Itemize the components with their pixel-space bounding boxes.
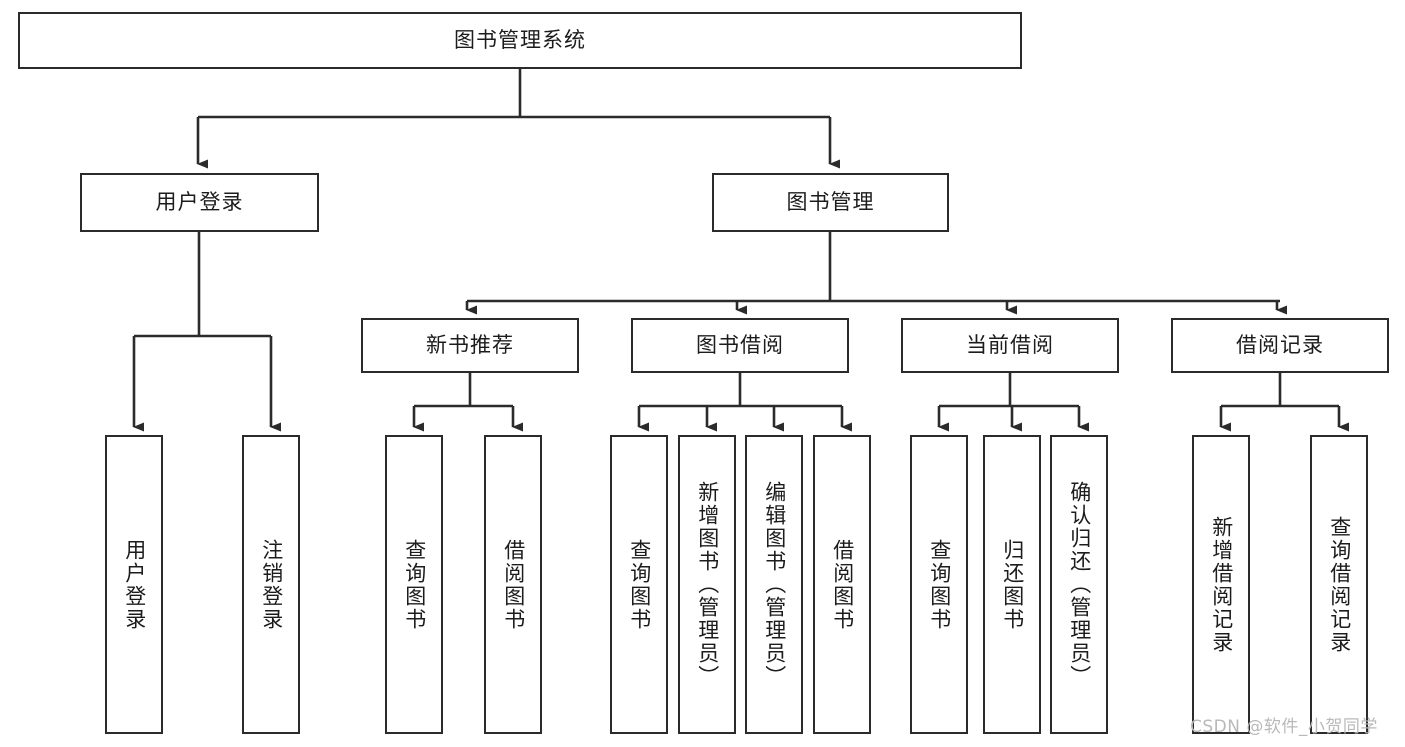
node-leaf-confirm-return[interactable]: 确认归还（管理员） — [1050, 435, 1108, 734]
node-leaf-query-book-2[interactable]: 查询图书 — [610, 435, 668, 734]
node-user-login[interactable]: 用户登录 — [80, 173, 319, 232]
node-leaf-query-book-3[interactable]: 查询图书 — [910, 435, 968, 734]
node-user-login-label: 用户登录 — [155, 189, 244, 214]
node-root[interactable]: 图书管理系统 — [18, 12, 1022, 69]
node-new-book-recommend-label: 新书推荐 — [426, 332, 514, 357]
node-leaf-add-book[interactable]: 新增图书（管理员） — [678, 435, 736, 734]
node-book-borrow[interactable]: 图书借阅 — [631, 318, 849, 373]
node-new-book-recommend[interactable]: 新书推荐 — [361, 318, 579, 373]
csdn-watermark: CSDN @软件_小贺同学 — [1190, 717, 1378, 737]
node-leaf-add-book-label: 新增图书（管理员） — [695, 481, 720, 688]
node-leaf-user-login[interactable]: 用户登录 — [105, 435, 163, 734]
node-leaf-edit-book-label: 编辑图书（管理员） — [762, 481, 787, 688]
node-leaf-logout-label: 注销登录 — [259, 538, 284, 631]
node-current-borrow[interactable]: 当前借阅 — [901, 318, 1119, 373]
node-leaf-query-book-1[interactable]: 查询图书 — [385, 435, 443, 734]
node-leaf-borrow-book-1-label: 借阅图书 — [501, 538, 526, 631]
node-leaf-borrow-book-2-label: 借阅图书 — [830, 538, 855, 631]
node-leaf-borrow-book-2[interactable]: 借阅图书 — [813, 435, 871, 734]
node-leaf-confirm-return-label: 确认归还（管理员） — [1067, 481, 1092, 688]
node-leaf-return-book[interactable]: 归还图书 — [983, 435, 1041, 734]
node-leaf-add-record-label: 新增借阅记录 — [1209, 515, 1234, 654]
node-borrow-record-label: 借阅记录 — [1236, 332, 1324, 357]
node-current-borrow-label: 当前借阅 — [966, 332, 1054, 357]
node-book-manage[interactable]: 图书管理 — [712, 173, 949, 232]
node-leaf-query-book-1-label: 查询图书 — [402, 538, 427, 631]
node-leaf-query-book-3-label: 查询图书 — [927, 538, 952, 631]
node-book-manage-label: 图书管理 — [786, 189, 875, 214]
node-leaf-return-book-label: 归还图书 — [1000, 538, 1025, 631]
node-leaf-add-record[interactable]: 新增借阅记录 — [1192, 435, 1250, 734]
node-leaf-user-login-label: 用户登录 — [122, 538, 147, 631]
node-leaf-borrow-book-1[interactable]: 借阅图书 — [484, 435, 542, 734]
node-borrow-record[interactable]: 借阅记录 — [1171, 318, 1389, 373]
node-book-borrow-label: 图书借阅 — [696, 332, 784, 357]
node-leaf-logout[interactable]: 注销登录 — [242, 435, 300, 734]
node-root-label: 图书管理系统 — [454, 27, 586, 52]
node-leaf-query-record[interactable]: 查询借阅记录 — [1310, 435, 1368, 734]
node-leaf-query-record-label: 查询借阅记录 — [1327, 515, 1352, 654]
node-leaf-edit-book[interactable]: 编辑图书（管理员） — [745, 435, 803, 734]
node-leaf-query-book-2-label: 查询图书 — [627, 538, 652, 631]
